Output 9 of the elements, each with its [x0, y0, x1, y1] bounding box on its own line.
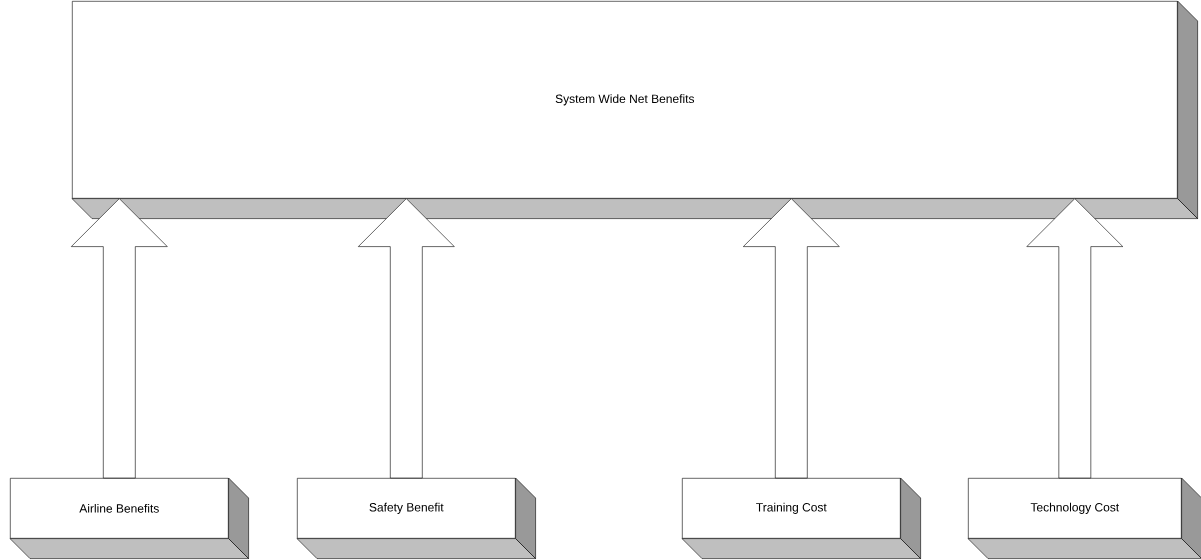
- box-3d: Safety Benefit: [296, 477, 536, 559]
- block-arrow: [71, 198, 168, 479]
- block-arrow: [743, 198, 840, 479]
- block-arrow: [358, 198, 455, 479]
- box-3d: System Wide Net Benefits: [71, 0, 1198, 219]
- block-arrow: [1026, 198, 1124, 479]
- box-3d: Technology Cost: [967, 477, 1201, 559]
- box-3d: Training Cost: [681, 477, 921, 559]
- box-3d: Airline Benefits: [9, 477, 249, 559]
